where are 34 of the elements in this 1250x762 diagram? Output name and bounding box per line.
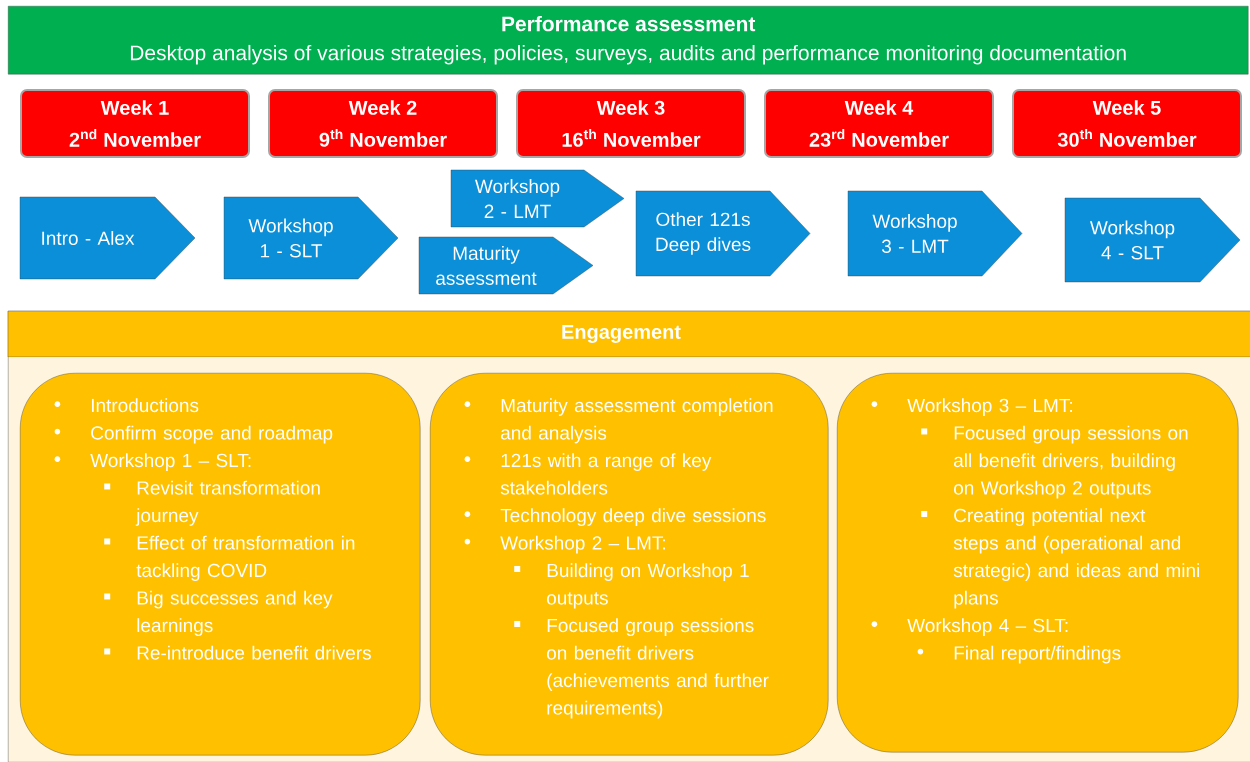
bullet-item: Workshop 3 – LMT: xyxy=(871,398,1072,416)
week-box: Week 5 30$^{th}$ November xyxy=(1012,89,1242,158)
rounded-card xyxy=(837,373,1239,753)
rounded-card xyxy=(430,373,829,756)
rounded-card xyxy=(20,373,421,756)
week-box: Week 2 9$^{th}$ November xyxy=(268,89,498,158)
bullet-item: Re-introduce benefit drivers xyxy=(104,645,371,660)
bullet-item: Effect of transformation in tackling COVID xyxy=(104,535,355,581)
pentagon-box: Maturity assessment xyxy=(418,236,594,295)
bullet-item: Confirm scope and roadmap xyxy=(54,425,333,444)
bullet-item: Technology deep dive sessions xyxy=(464,508,766,526)
bullet-item: Workshop 2 – LMT: xyxy=(464,535,665,554)
bullet-item: Workshop 1 – SLT: xyxy=(54,453,251,471)
bullet-item: Maturity assessment completion and analysis xyxy=(464,398,773,444)
week-box: Week 1 2$^{nd}$ November xyxy=(20,89,250,158)
pentagon-box: Workshop 1 - SLT xyxy=(223,196,399,280)
bullet-item: Building on Workshop 1 outputs xyxy=(514,563,749,609)
bullet-item: Focused group sessions on benefit drivers (achievements and further requirements) xyxy=(514,618,769,719)
bullet-item: Focused group sessions on all benefit drivers, building on Workshop 2 outputs xyxy=(921,425,1188,499)
week-box: Week 3 16$^{th}$ November xyxy=(516,89,746,158)
pentagon-box: Intro - Alex xyxy=(19,196,196,280)
bullet-item: Workshop 4 – SLT: xyxy=(871,618,1068,636)
header-banner: Performance assessment Desktop analysis of various strategies, policies, surveys, audits and performance monitoring documentation xyxy=(8,6,1249,75)
bullet-item: Final report/findings xyxy=(917,645,1121,664)
pentagon-box: Workshop 2 - LMT xyxy=(450,169,625,228)
bullet-item: Creating potential next steps and (operational and strategic) and ideas and mini plans xyxy=(921,508,1199,609)
bullet-item: Introductions xyxy=(54,398,199,413)
week-box: Week 4 23$^{rd}$ November xyxy=(764,89,994,158)
pentagon-box: Workshop 4 - SLT xyxy=(1064,197,1241,283)
pentagon-box: Other 121s Deep dives xyxy=(635,190,811,277)
bullet-item: Big successes and key learnings xyxy=(104,590,333,636)
pentagon-box: Workshop 3 - LMT xyxy=(847,190,1023,277)
bullet-item: 121s with a range of key stakeholders xyxy=(464,453,712,495)
bullet-item: Revisit transformation journey xyxy=(104,480,320,526)
